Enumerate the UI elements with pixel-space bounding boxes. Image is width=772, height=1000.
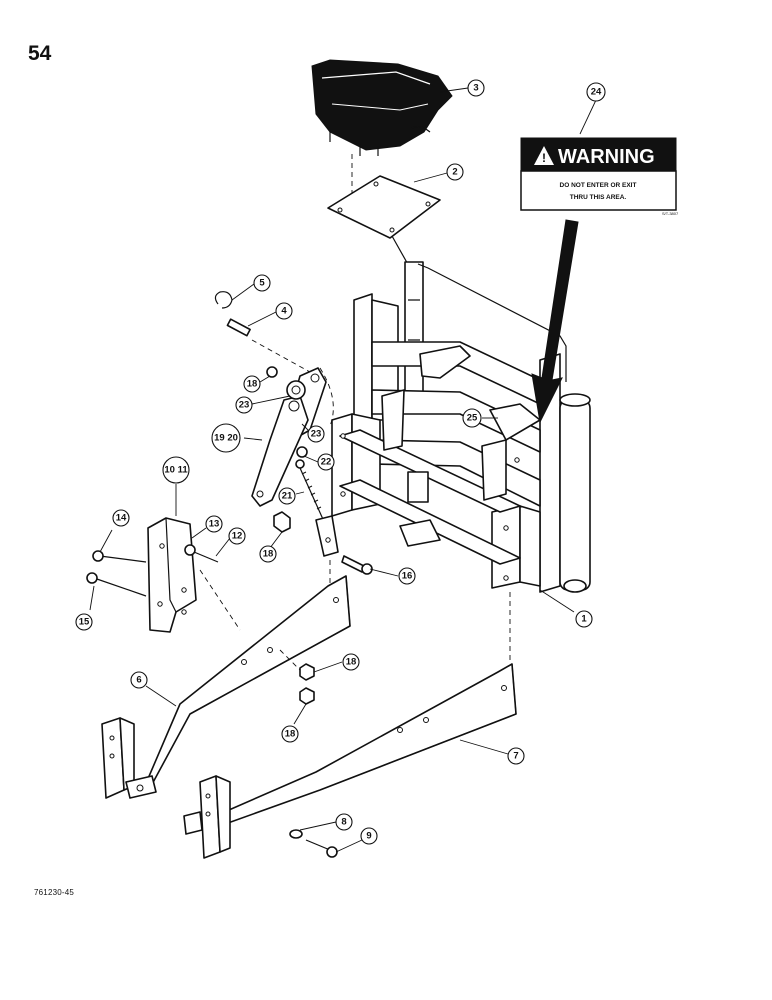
callout-4: 4 [275, 302, 293, 320]
callout-25: 25 [462, 408, 482, 428]
svg-text:14: 14 [116, 513, 127, 524]
svg-text:9: 9 [366, 831, 371, 842]
svg-text:21: 21 [282, 491, 293, 502]
drawing-code: 761230-45 [34, 888, 75, 897]
callout-5: 5 [253, 274, 271, 292]
callout-1: 1 [575, 610, 593, 628]
leader-lines [89, 87, 597, 853]
svg-text:6: 6 [136, 675, 141, 686]
svg-text:10 11: 10 11 [164, 465, 188, 476]
callout-19-20: 19 20 [211, 423, 241, 453]
left-side-rail [101, 575, 351, 799]
svg-text:!: ! [542, 151, 546, 165]
svg-text:25: 25 [467, 413, 478, 424]
rail-bolt [289, 829, 338, 858]
warning-small-code: S/T-3807 [662, 211, 679, 216]
warning-decal: ! WARNING DO NOT ENTER OR EXIT THRU THIS… [520, 137, 679, 216]
svg-text:18: 18 [247, 379, 258, 390]
svg-text:18: 18 [346, 657, 357, 668]
svg-text:13: 13 [209, 519, 220, 530]
callout-7: 7 [507, 747, 525, 765]
callout-15: 15 [75, 613, 93, 631]
right-side-rail [183, 663, 517, 859]
svg-text:5: 5 [259, 278, 265, 289]
seat-plate [327, 175, 441, 301]
callout-2: 2 [446, 163, 464, 181]
callout-13: 13 [205, 515, 223, 533]
svg-text:7: 7 [513, 751, 518, 762]
hitch-pin-and-clip [214, 291, 251, 337]
callout-10-11: 10 11 [162, 456, 190, 484]
callout-6: 6 [130, 671, 148, 689]
seat [311, 59, 453, 156]
callout-9: 9 [360, 827, 378, 845]
callout-21: 21 [278, 487, 296, 505]
warning-heading: WARNING [558, 146, 655, 168]
callout-3: 3 [467, 79, 485, 97]
callout-12: 12 [228, 527, 246, 545]
svg-text:23: 23 [239, 400, 250, 411]
warning-line-1: DO NOT ENTER OR EXIT [560, 182, 637, 189]
warning-line-2: THRU THIS AREA. [570, 194, 627, 201]
callout-14: 14 [112, 509, 130, 527]
svg-text:19 20: 19 20 [214, 433, 238, 444]
mounting-bracket [147, 517, 197, 633]
svg-text:23: 23 [311, 429, 322, 440]
svg-text:8: 8 [341, 817, 346, 828]
svg-text:15: 15 [79, 617, 90, 628]
callout-18-rail-upper: 18 [342, 653, 360, 671]
svg-text:22: 22 [321, 457, 332, 468]
callout-18-rail-lower: 18 [281, 725, 299, 743]
callout-18-rod: 18 [259, 545, 277, 563]
svg-text:4: 4 [281, 306, 287, 317]
callout-23-lower: 23 [307, 425, 325, 443]
adjusting-rod [273, 446, 339, 557]
decal-location-arrow [531, 219, 579, 424]
callout-18-upper: 18 [243, 375, 261, 393]
svg-text:18: 18 [263, 549, 274, 560]
callout-8: 8 [335, 813, 353, 831]
svg-text:3: 3 [473, 83, 478, 94]
svg-text:1: 1 [581, 614, 587, 625]
callout-24: 24 [586, 82, 606, 102]
bracket-bolts [86, 544, 373, 597]
svg-text:16: 16 [402, 571, 413, 582]
callout-16: 16 [398, 567, 416, 585]
svg-text:24: 24 [591, 87, 602, 98]
page-number: 54 [28, 42, 52, 65]
rail-nuts [299, 663, 315, 705]
svg-text:2: 2 [452, 167, 457, 178]
callout-23-upper: 23 [235, 396, 253, 414]
svg-text:12: 12 [232, 531, 243, 542]
svg-text:18: 18 [285, 729, 296, 740]
callout-22: 22 [317, 453, 335, 471]
main-frame [331, 293, 591, 593]
